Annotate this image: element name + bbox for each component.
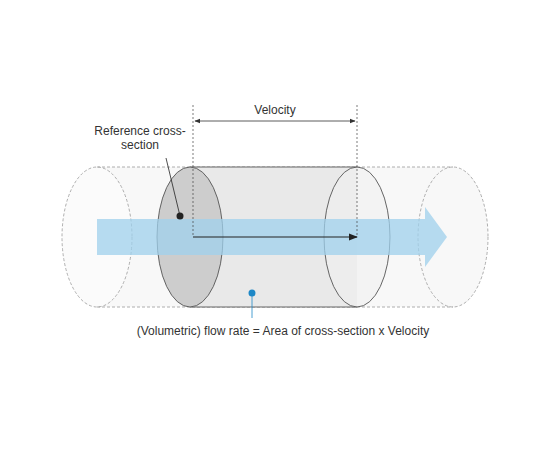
reference-leader [166,158,184,220]
callout-label: Reference cross-section [90,124,190,152]
outer-pipe [62,167,488,307]
flow-rate-leader [249,290,256,319]
velocity-dimension [193,105,357,237]
flow-arrow [97,207,447,267]
velocity-arrow [193,236,357,237]
formula-caption: (Volumetric) flow rate = Area of cross-s… [83,324,483,338]
dimension-label: Velocity [205,103,345,117]
